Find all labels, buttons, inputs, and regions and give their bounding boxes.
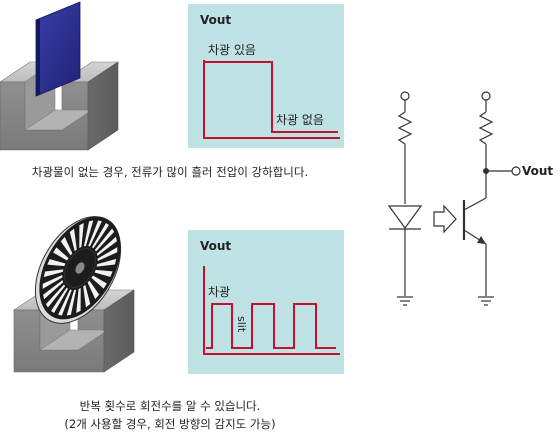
photo-interrupter-circuit — [387, 91, 521, 306]
bottom-axes — [203, 266, 340, 355]
bottom-waveform-panel: Vout 차광 slit — [188, 230, 344, 374]
circuit-vout-label: Vout — [522, 164, 553, 178]
bottom-vout-label: Vout — [200, 239, 231, 253]
top-low-label: 차광 없음 — [276, 113, 324, 127]
wheel-slit — [43, 280, 64, 300]
wheel-slit — [60, 236, 73, 256]
bottom-caption-line1: 반복 횟수로 회전수를 알 수 있습니다. — [79, 399, 261, 413]
wheel-slit — [58, 289, 72, 316]
vout-terminal — [511, 166, 521, 176]
collector-resistor — [478, 111, 494, 145]
top-caption: 차광물이 없는 경우, 전류가 많이 흘러 전압이 강하합니다. — [31, 165, 309, 179]
wheel-slit — [94, 228, 115, 252]
wheel-slit — [96, 236, 117, 256]
transistor-supply-terminal — [481, 91, 491, 101]
slotted-wheel — [34, 216, 122, 324]
bottom-high-label: 차광 — [208, 285, 230, 299]
wheel-slit — [92, 222, 109, 249]
led-ground-symbol — [397, 296, 413, 306]
wheel-slit — [87, 280, 100, 300]
bottom-slit-label: slit — [235, 316, 248, 333]
top-vout-label: Vout — [200, 13, 231, 27]
light-arrow — [433, 204, 457, 234]
wheel-slit — [76, 288, 81, 313]
top-axes — [203, 60, 340, 139]
led-supply-terminal — [400, 91, 410, 101]
sensor-with-shutter — [0, 1, 119, 151]
wheel-slit — [83, 284, 91, 308]
wheel-slit — [43, 269, 64, 278]
wheel-slit — [83, 220, 94, 247]
wheel-slit — [79, 223, 84, 248]
bottom-caption-line2: (2개 사용할 경우, 회전 방향의 감지도 가능) — [64, 417, 276, 431]
top-signal — [204, 61, 338, 133]
led-diode — [387, 205, 423, 230]
wheel-slit — [45, 284, 66, 308]
wheel-slit — [88, 220, 102, 247]
wheel-slit — [91, 275, 107, 289]
wheel-slit — [42, 274, 63, 289]
wheel-slit — [66, 289, 77, 316]
bottom-signal — [206, 303, 336, 349]
transistor-ground-symbol — [478, 296, 494, 306]
wheel-slit — [94, 269, 113, 277]
wheel-slit — [53, 247, 69, 261]
wheel-slit — [47, 259, 66, 267]
wheel-slit — [51, 287, 68, 314]
wheel-slit — [69, 228, 77, 252]
top-high-label: 차광 있음 — [208, 43, 256, 57]
led-resistor — [397, 111, 413, 145]
wheel-slit — [97, 247, 118, 262]
sensor-with-slotted-wheel — [13, 216, 135, 373]
top-waveform-panel: Vout 차광 있음 차광 없음 — [188, 4, 344, 148]
wheel-slit — [96, 258, 117, 267]
